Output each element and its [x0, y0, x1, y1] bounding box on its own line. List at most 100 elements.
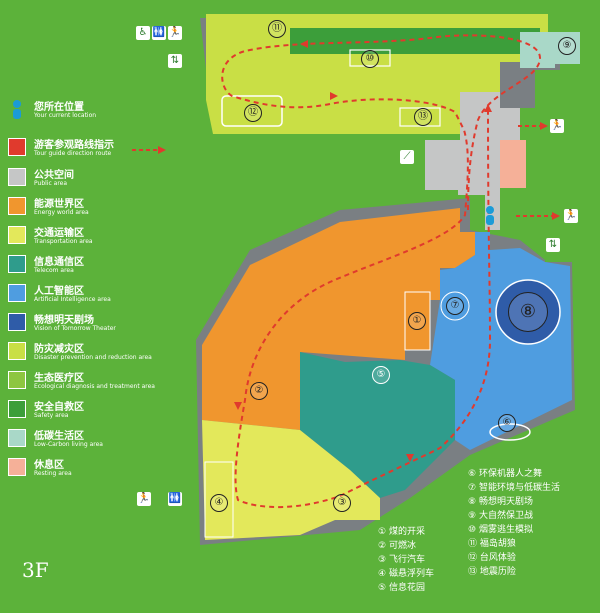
legend-label-zh: 安全自救区 — [34, 402, 84, 413]
legend-label-zh: 公共空间 — [34, 170, 74, 181]
public-east-block — [500, 108, 520, 140]
list-num: ③ — [378, 555, 387, 565]
map-marker-9[interactable]: ⑨ — [558, 37, 576, 55]
list-name: 地震历险 — [479, 567, 516, 577]
list-name: 磁悬浮列车 — [388, 569, 434, 579]
exit-arrow-east-1 — [540, 122, 548, 130]
restroom-icon: ♿ — [136, 26, 150, 40]
map-marker-11[interactable]: ⑪ — [268, 20, 286, 38]
list-item: ⑥ 环保机器人之舞 — [468, 466, 542, 479]
list-name: 畅想明天剧场 — [478, 497, 533, 507]
list-item: ⑫ 台风体验 — [468, 550, 516, 563]
person-location-icon — [486, 206, 494, 225]
telecom-area — [300, 352, 455, 498]
list-name: 台风体验 — [479, 553, 516, 563]
legend-label-en: Tour guide direction route — [34, 150, 112, 157]
list-item: ⑨ 大自然保卫战 — [468, 508, 533, 521]
legend-label-en: Artificial Intelligence area — [34, 296, 111, 303]
tour-route — [221, 34, 542, 509]
legend-label-en: Your current location — [34, 112, 97, 119]
legend-person-icon — [13, 100, 21, 119]
list-item: ⑤ 信息花园 — [378, 580, 425, 593]
route-arrow-3 — [484, 104, 492, 112]
disaster-prevention-area — [206, 62, 500, 134]
legend-swatch — [8, 400, 26, 418]
legend-label-en: Ecological diagnosis and treatment area — [34, 383, 155, 390]
map-marker-5[interactable]: ⑤ — [372, 366, 390, 384]
exit-icon: 🏃 — [550, 119, 564, 133]
map-marker-12[interactable]: ⑫ — [244, 104, 262, 122]
list-name: 烟雾逃生模拟 — [478, 525, 533, 535]
legend-label-zh: 您所在位置 — [34, 102, 84, 113]
legend-label-zh: 休息区 — [34, 460, 64, 471]
resting-area — [500, 140, 526, 188]
legend-label-en: Telecom area — [34, 267, 74, 274]
list-num: ⑩ — [468, 525, 477, 535]
legend-label-en: Low-Carbon living area — [34, 441, 103, 448]
list-name: 煤的开采 — [388, 527, 425, 537]
restroom-icon: 🚻 — [168, 492, 182, 506]
legend-label-en: Disaster prevention and reduction area — [34, 354, 152, 361]
energy-world-area — [202, 208, 475, 430]
legend-label-en: Vision of Tomorrow Theater — [34, 325, 116, 332]
list-name: 飞行汽车 — [388, 555, 425, 565]
safety-area-strip — [290, 28, 540, 54]
map-marker-2[interactable]: ② — [250, 382, 268, 400]
legend-swatch — [8, 255, 26, 273]
list-item: ⑪ 福岛胡狼 — [468, 536, 516, 549]
list-num: ⑦ — [468, 483, 477, 493]
list-num: ⑤ — [378, 583, 387, 593]
legend-label-zh: 防灾减灾区 — [34, 344, 84, 355]
list-name: 智能环境与低碳生活 — [478, 483, 560, 493]
list-item: ⑩ 烟雾逃生模拟 — [468, 522, 533, 535]
map-marker-6[interactable]: ⑥ — [498, 414, 516, 432]
list-item: ⑬ 地震历险 — [468, 564, 516, 577]
exit-icon: 🏃 — [168, 26, 182, 40]
list-num: ⑫ — [468, 553, 478, 563]
legend-label-zh: 信息通信区 — [34, 257, 84, 268]
list-num: ⑬ — [468, 567, 478, 577]
legend-swatch — [8, 429, 26, 447]
public-stair-area — [425, 140, 460, 190]
list-num: ⑪ — [468, 539, 478, 549]
legend-swatch — [8, 342, 26, 360]
list-num: ② — [378, 541, 387, 551]
list-num: ⑥ — [468, 469, 477, 479]
legend-label-en: Public area — [34, 180, 68, 187]
legend-label-zh: 游客参观路线指示 — [34, 140, 114, 151]
restroom-icon: 🚻 — [152, 26, 166, 40]
legend-swatch — [8, 371, 26, 389]
exit-arrow-east-2 — [552, 212, 560, 220]
map-marker-10[interactable]: ⑩ — [361, 50, 379, 68]
public-corridor — [458, 92, 500, 230]
legend-label-zh: 交通运输区 — [34, 228, 84, 239]
legend-swatch — [8, 197, 26, 215]
legend-label-en: Safety area — [34, 412, 69, 419]
list-name: 福岛胡狼 — [479, 539, 516, 549]
route-arrow-2 — [300, 40, 308, 48]
elevator-icon: ⇅ — [546, 238, 560, 252]
route-arrow-4 — [234, 402, 242, 410]
escalator-icon: ⟋ — [400, 150, 414, 164]
list-num: ⑨ — [468, 511, 477, 521]
list-item: ⑦ 智能环境与低碳生活 — [468, 480, 560, 493]
map-marker-3[interactable]: ③ — [333, 494, 351, 512]
legend-label-en: Energy world area — [34, 209, 89, 216]
map-marker-4[interactable]: ④ — [210, 494, 228, 512]
legend-label-zh: 人工智能区 — [34, 286, 84, 297]
map-marker-8[interactable]: ⑧ — [508, 292, 548, 332]
floor-label: 3F — [22, 558, 49, 582]
list-name: 环保机器人之舞 — [478, 469, 542, 479]
map-marker-1[interactable]: ① — [408, 312, 426, 330]
map-marker-13[interactable]: ⑬ — [414, 108, 432, 126]
list-num: ① — [378, 527, 387, 537]
legend-label-zh: 畅想明天剧场 — [34, 315, 94, 326]
legend-label-en: Transportation area — [34, 238, 93, 245]
route-arrow-5 — [406, 454, 414, 462]
map-marker-7[interactable]: ⑦ — [446, 297, 464, 315]
list-item: ④ 磁悬浮列车 — [378, 566, 434, 579]
list-item: ③ 飞行汽车 — [378, 552, 425, 565]
legend-label-en: Resting area — [34, 470, 72, 477]
legend-swatch — [8, 226, 26, 244]
